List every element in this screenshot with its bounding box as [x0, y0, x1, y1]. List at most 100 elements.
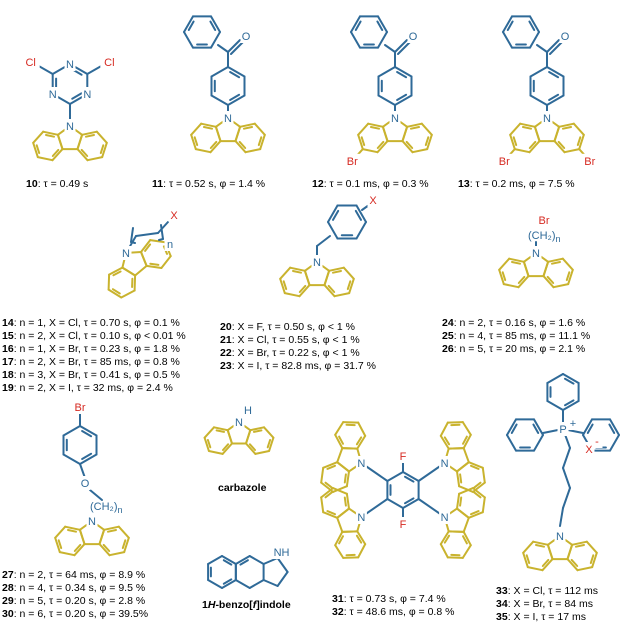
double-bond [257, 136, 263, 147]
double-bond [343, 473, 347, 484]
carbazole-nitrogen: N [224, 113, 232, 125]
double-bond [248, 443, 256, 451]
ring-bond [447, 447, 465, 450]
ring-bond [576, 566, 594, 572]
double-bond [517, 275, 526, 284]
ring-bond [357, 421, 367, 437]
double-bond [404, 475, 415, 483]
ring-bond [498, 257, 511, 271]
double-bond [443, 436, 451, 446]
atom-label-background [86, 514, 98, 528]
ring-bond [203, 426, 215, 439]
double-bond [506, 20, 514, 31]
ring-bond [234, 140, 247, 154]
atom-label-background [233, 415, 245, 429]
caption-12: 12: τ = 0.1 ms, φ = 0.3 % [312, 178, 429, 190]
double-bond [589, 554, 595, 565]
ring-bond [567, 268, 574, 286]
ring-bond [298, 284, 311, 298]
atom-label-background [21, 55, 40, 69]
ring-bond [51, 148, 64, 162]
ether-oxygen: O [81, 478, 90, 490]
double-bond [121, 539, 127, 550]
ring-bond [585, 540, 598, 554]
ring-bond [367, 122, 384, 128]
bond [276, 571, 289, 587]
ring-bond [32, 130, 45, 144]
double-bond [222, 559, 233, 566]
double-bond [546, 275, 555, 284]
ring-bond [609, 418, 620, 436]
ring-bond [140, 239, 152, 253]
ring-bond [502, 283, 520, 289]
carbazole-nitrogen: N [357, 512, 365, 524]
double-bond [410, 126, 420, 130]
ring-bond [36, 156, 54, 162]
ring-bond [561, 257, 574, 271]
ring-bond [120, 289, 136, 299]
bond [562, 487, 571, 509]
double-bond [144, 243, 152, 252]
ch2n-label: (CH₂)n [90, 501, 123, 515]
double-bond [71, 92, 83, 100]
double-bond [324, 481, 333, 489]
double-bond [376, 20, 384, 31]
ring-bond [462, 516, 470, 533]
ring-bond [456, 507, 470, 519]
ring-bond [529, 15, 540, 33]
ring-bond [108, 266, 124, 276]
ring-bond [133, 274, 137, 292]
ring-bond [336, 507, 350, 519]
ring-bond [145, 264, 163, 269]
bond [384, 44, 396, 53]
caption-25: 25: n = 4, τ = 85 ms, φ = 11.1 % [442, 330, 590, 342]
caption-18: 18: n = 3, X = Br, τ = 0.41 s, φ = 0.5 % [2, 369, 180, 381]
double-bond [332, 270, 342, 274]
caption-10: 10: τ = 0.49 s [26, 178, 88, 190]
ring-bond [509, 122, 522, 136]
ring-bond [76, 148, 89, 162]
ring-bond [81, 130, 98, 136]
ring-bond [456, 470, 461, 488]
double-bond [354, 209, 362, 221]
double-bond [564, 377, 575, 385]
ring-bond [439, 543, 449, 559]
ring-bond [357, 133, 364, 151]
fluorine: F [400, 519, 407, 531]
double-bond [215, 429, 225, 433]
ring-bond [103, 525, 120, 531]
ring-bond [357, 543, 367, 559]
ring-bond [210, 31, 221, 49]
bond [546, 39, 560, 53]
triazine-nitrogen: N [66, 59, 74, 71]
double-bond [608, 423, 616, 434]
bond [86, 65, 103, 75]
bond [130, 241, 136, 244]
ring-bond [522, 540, 535, 554]
ring-bond [481, 466, 486, 484]
ring-bond [117, 525, 130, 539]
molecule-bonds [32, 15, 620, 589]
ring-bond [447, 530, 465, 533]
ring-bond [508, 257, 525, 263]
ring-bond [542, 275, 555, 289]
ring-bond [506, 418, 517, 436]
ring-bond [64, 525, 81, 531]
double-bond [292, 270, 302, 274]
double-bond [535, 544, 545, 548]
double-bond [548, 71, 560, 79]
ring-bond [529, 94, 548, 106]
double-bond [459, 473, 463, 484]
substituent-x: X [170, 210, 178, 222]
ring-bond [386, 471, 404, 482]
indole-nh: NH [274, 547, 290, 559]
ring-bond [248, 579, 265, 589]
ring-bond [98, 543, 111, 557]
bond [394, 39, 408, 53]
bromine: Br [584, 156, 595, 168]
repeat-n-label: n [167, 239, 173, 251]
ring-bond [190, 133, 197, 151]
ring-bond [522, 551, 529, 569]
